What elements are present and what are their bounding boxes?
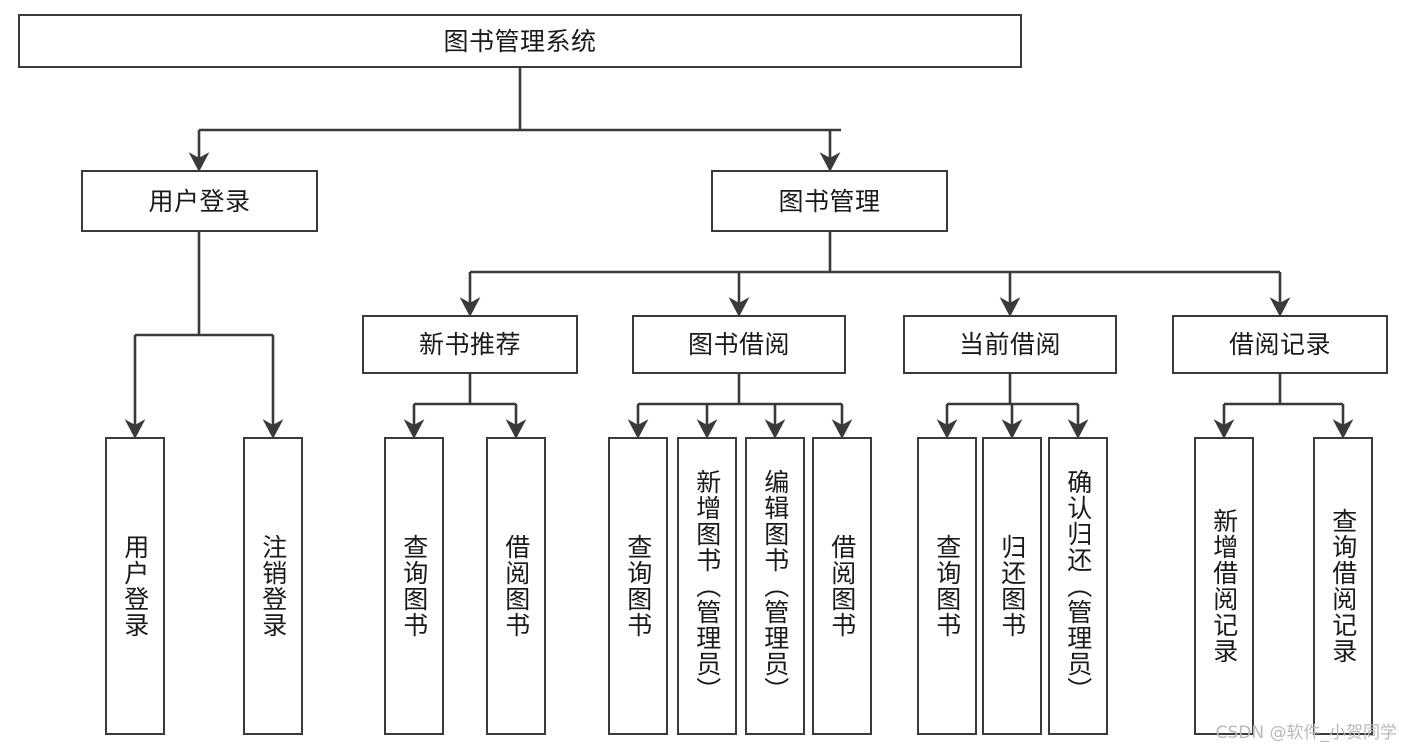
- leaf-book-borrow-edit[interactable]: 编辑图书（管理员）: [745, 437, 805, 735]
- leaf-book-borrow-query[interactable]: 查询图书: [608, 437, 668, 735]
- leaf-borrow-record-query[interactable]: 查询借阅记录: [1313, 437, 1373, 735]
- leaf-borrow-record-add[interactable]: 新增借阅记录: [1194, 437, 1254, 735]
- leaf-current-borrow-return[interactable]: 归还图书: [982, 437, 1042, 735]
- node-user-login[interactable]: 用户登录: [81, 170, 318, 232]
- node-current-borrow[interactable]: 当前借阅: [903, 315, 1117, 374]
- leaf-current-borrow-query[interactable]: 查询图书: [917, 437, 977, 735]
- leaf-user-login-logout[interactable]: 注销登录: [243, 437, 303, 735]
- leaf-book-borrow-add[interactable]: 新增图书（管理员）: [677, 437, 737, 735]
- node-book-borrow[interactable]: 图书借阅: [632, 315, 846, 374]
- leaf-current-borrow-confirm-return[interactable]: 确认归还（管理员）: [1048, 437, 1108, 735]
- node-borrow-record[interactable]: 借阅记录: [1172, 315, 1388, 374]
- leaf-user-login-login[interactable]: 用户登录: [105, 437, 165, 735]
- leaf-new-book-borrow[interactable]: 借阅图书: [486, 437, 546, 735]
- leaf-new-book-query[interactable]: 查询图书: [384, 437, 444, 735]
- node-root-system[interactable]: 图书管理系统: [18, 14, 1022, 68]
- node-new-book-recommend[interactable]: 新书推荐: [362, 315, 578, 374]
- watermark-text: CSDN @软件_小贺同学: [1215, 723, 1397, 743]
- leaf-book-borrow-borrow[interactable]: 借阅图书: [812, 437, 872, 735]
- node-book-management[interactable]: 图书管理: [711, 170, 948, 232]
